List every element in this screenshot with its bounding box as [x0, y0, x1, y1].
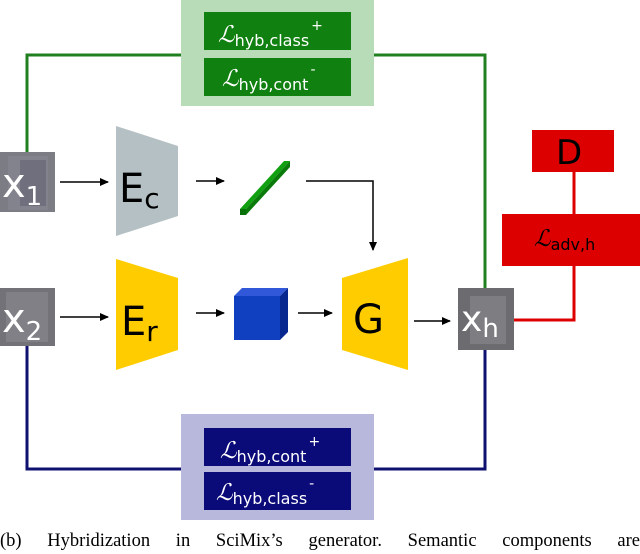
- svg-text:xh: xh: [461, 299, 499, 344]
- svg-text:x2: x2: [2, 296, 42, 347]
- red-adv-line: [514, 172, 576, 322]
- encoder-ec: Ec: [116, 126, 178, 236]
- loss-hyb-cont-minus: ℒhyb,cont-: [204, 58, 351, 96]
- svg-text:ℒadv,h: ℒadv,h: [534, 226, 595, 254]
- loss-hyb-class-plus: ℒhyb,class+: [204, 12, 351, 50]
- scimix-hybridization-diagram: ℒhyb,class+ ℒhyb,cont- ℒhyb,cont+ ℒhyb,c…: [0, 0, 640, 520]
- input-x1: x1: [0, 152, 55, 212]
- loss-hyb-class-minus: ℒhyb,class-: [204, 472, 351, 510]
- svg-text:x1: x1: [2, 161, 42, 212]
- svg-text:ℒhyb,class-: ℒhyb,class-: [216, 476, 314, 508]
- svg-text:ℒhyb,cont-: ℒhyb,cont-: [222, 62, 316, 94]
- arrow-class-code-to-g: [306, 180, 377, 251]
- output-xh: xh: [458, 288, 514, 350]
- loss-adv-h: ℒadv,h: [502, 214, 640, 266]
- class-code-bar: [240, 161, 290, 215]
- svg-text:Ec: Ec: [119, 166, 160, 215]
- svg-text:Er: Er: [121, 299, 158, 348]
- loss-hyb-cont-plus: ℒhyb,cont+: [204, 428, 351, 466]
- svg-text:D: D: [556, 133, 582, 173]
- green-loop-line: [25, 53, 487, 288]
- encoder-er: Er: [116, 259, 178, 370]
- svg-text:G: G: [353, 297, 384, 343]
- navy-loop-line: [25, 345, 487, 471]
- discriminator-d: D: [532, 130, 614, 173]
- svg-text:ℒhyb,cont+: ℒhyb,cont+: [220, 434, 320, 466]
- content-code-cube: [234, 288, 288, 340]
- input-x2: x2: [0, 288, 55, 347]
- generator-g: G: [342, 258, 408, 370]
- figure-caption: (b) Hybridization in SciMix’s generator.…: [0, 531, 640, 551]
- svg-text:ℒhyb,class+: ℒhyb,class+: [218, 18, 323, 50]
